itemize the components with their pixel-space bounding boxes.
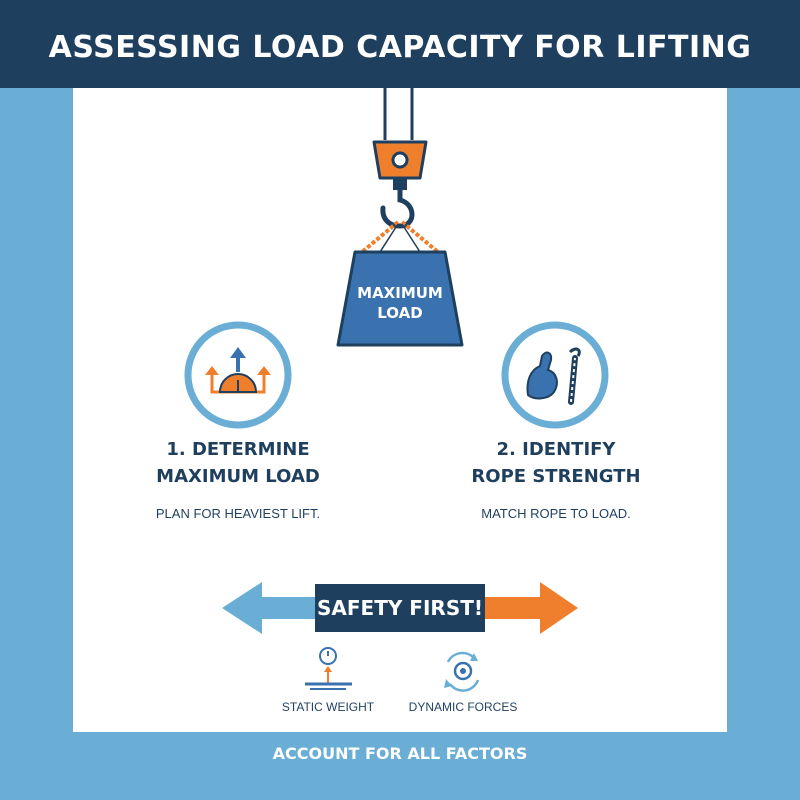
dynamic-forces-label: DYNAMIC FORCES bbox=[408, 700, 518, 714]
step-1-title-line2: MAXIMUM LOAD bbox=[156, 466, 320, 487]
load-weight-shape bbox=[336, 250, 464, 347]
load-label: MAXIMUM LOAD bbox=[340, 283, 460, 323]
safety-banner: SAFETY FIRST! bbox=[315, 584, 485, 632]
hook-block-icon bbox=[372, 140, 428, 190]
step-1-title-line1: 1. DETERMINE bbox=[166, 439, 310, 460]
step-2-title-line1: 2. IDENTIFY bbox=[496, 439, 616, 460]
strength-rope-icon bbox=[501, 321, 609, 429]
static-weight-label: STATIC WEIGHT bbox=[281, 700, 375, 714]
load-gauge-icon bbox=[184, 321, 292, 429]
step-2-description: MATCH ROPE TO LOAD. bbox=[481, 506, 631, 521]
header-bar: ASSESSING LOAD CAPACITY FOR LIFTING bbox=[0, 0, 800, 88]
step-2-title-line2: ROPE STRENGTH bbox=[471, 466, 641, 487]
sling-ropes bbox=[360, 220, 440, 254]
load-label-line2: LOAD bbox=[377, 304, 423, 322]
step-1-title: 1. DETERMINE MAXIMUM LOAD bbox=[108, 436, 368, 490]
footer-caption: ACCOUNT FOR ALL FACTORS bbox=[272, 744, 528, 763]
right-arrow-icon bbox=[483, 582, 578, 634]
page-title: ASSESSING LOAD CAPACITY FOR LIFTING bbox=[48, 30, 752, 65]
step-2-title: 2. IDENTIFY ROPE STRENGTH bbox=[426, 436, 686, 490]
load-label-line1: MAXIMUM bbox=[357, 284, 443, 302]
scale-icon bbox=[305, 647, 352, 690]
hook-icon bbox=[380, 187, 415, 229]
step-1-description: PLAN FOR HEAVIEST LIFT. bbox=[155, 506, 321, 521]
rotation-icon bbox=[444, 651, 480, 692]
left-arrow-icon bbox=[222, 582, 317, 634]
